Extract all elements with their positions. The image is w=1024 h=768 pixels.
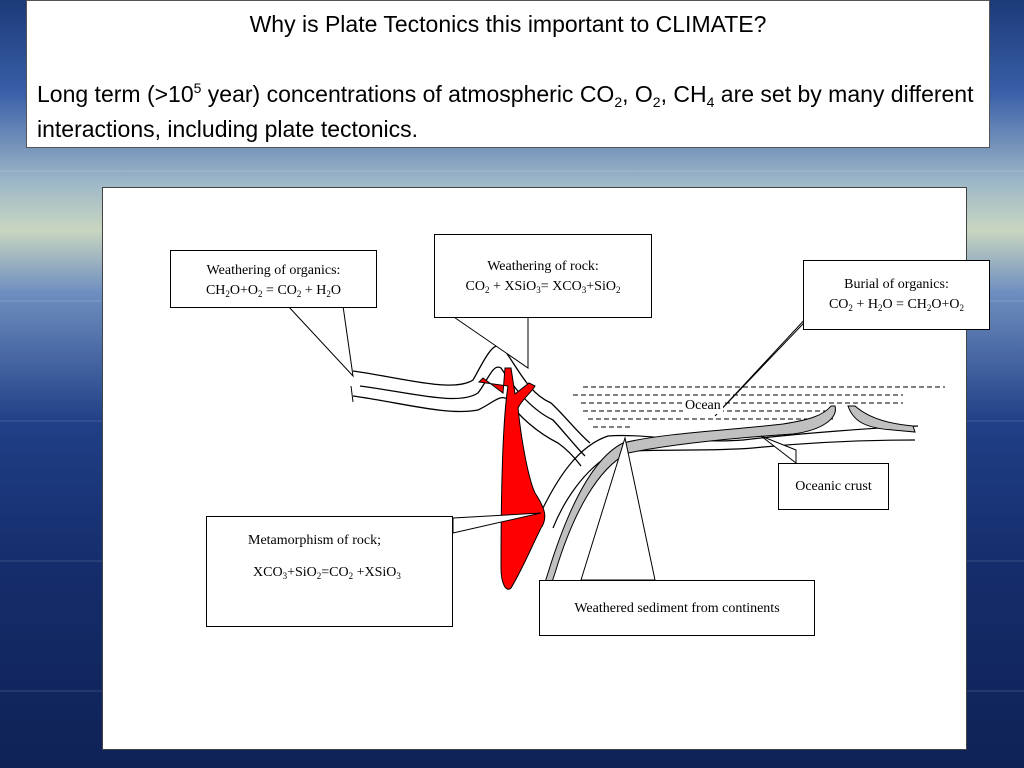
eq-subscript: 2 xyxy=(296,289,302,299)
eq-part: =CO xyxy=(321,565,349,580)
eq-subscript: 3 xyxy=(536,285,541,295)
body-subscript: 4 xyxy=(706,94,715,110)
oceanic-crust-right xyxy=(847,405,916,433)
callout-heading: Weathering of rock: xyxy=(487,259,599,274)
callout-weathering-rock: Weathering of rock: CO2 + XSiO3= XCO3+Si… xyxy=(434,234,652,318)
body-text-part: , O xyxy=(622,81,653,107)
eq-subscript: 2 xyxy=(225,289,230,299)
eq-part: O xyxy=(330,283,342,298)
eq-subscript: 2 xyxy=(926,303,932,313)
eq-subscript: 3 xyxy=(581,285,587,295)
eq-part: CO xyxy=(465,279,485,294)
eq-part: + H xyxy=(301,283,327,298)
callout-equation: XCO3+SiO2=CO2 +XSiO3 xyxy=(207,563,452,583)
eq-part: + H xyxy=(852,297,878,312)
eq-part: + XSiO xyxy=(489,279,537,294)
body-text-part: Long term (>10 xyxy=(37,81,194,107)
tectonics-diagram: Weathering of organics: CH2O+O2 = CO2 + … xyxy=(102,187,990,750)
slide-body-text: Long term (>105 year) concentrations of … xyxy=(37,77,982,147)
eq-part: CH xyxy=(205,283,226,298)
eq-part: = CO xyxy=(262,283,297,298)
eq-subscript: 2 xyxy=(959,303,965,313)
callout-weathered-sediment: Weathered sediment from continents xyxy=(539,580,815,636)
callout-heading: Weathered sediment from continents xyxy=(574,601,780,616)
callout-burial-organics: Burial of organics: CO2 + H2O = CH2O+O2 xyxy=(803,260,990,330)
continental-plate xyxy=(352,345,591,467)
callout-heading: Weathering of organics: xyxy=(206,263,341,278)
callout-pointers xyxy=(286,302,824,581)
eq-subscript: 2 xyxy=(326,289,331,299)
eq-part: O+O xyxy=(931,297,960,312)
eq-part: +XSiO xyxy=(353,565,397,580)
subduction-drawing xyxy=(286,302,945,601)
callout-equation: CO2 + H2O = CH2O+O2 xyxy=(804,295,989,315)
eq-subscript: 2 xyxy=(348,571,354,581)
callout-weathering-organics: Weathering of organics: CH2O+O2 = CO2 + … xyxy=(170,250,377,308)
eq-part: +SiO xyxy=(586,279,616,294)
eq-subscript: 3 xyxy=(396,571,401,581)
body-subscript: 2 xyxy=(614,94,623,110)
eq-subscript: 3 xyxy=(282,571,288,581)
eq-subscript: 2 xyxy=(848,303,853,313)
eq-part: O+O xyxy=(229,283,259,298)
eq-subscript: 2 xyxy=(877,303,883,313)
eq-part: +SiO xyxy=(287,565,317,580)
callout-equation: CO2 + XSiO3= XCO3+SiO2 xyxy=(435,277,651,297)
eq-part: XCO xyxy=(253,565,283,580)
callout-oceanic-crust: Oceanic crust xyxy=(778,463,889,510)
eq-part: CO xyxy=(828,297,849,312)
eq-subscript: 2 xyxy=(615,285,621,295)
callout-heading: Oceanic crust xyxy=(795,479,872,494)
title-box: Why is Plate Tectonics this important to… xyxy=(26,0,990,148)
eq-subscript: 2 xyxy=(485,285,490,295)
callout-equation: CH2O+O2 = CO2 + H2O xyxy=(171,281,376,301)
slide-title: Why is Plate Tectonics this important to… xyxy=(249,11,767,37)
eq-subscript: 2 xyxy=(258,289,263,299)
eq-subscript: 2 xyxy=(316,571,322,581)
body-text-part: year) concentrations of atmospheric CO xyxy=(201,81,615,107)
ocean-label: Ocean xyxy=(683,398,723,414)
body-subscript: 2 xyxy=(652,94,661,110)
magma-body xyxy=(477,367,546,590)
eq-part: O = CH xyxy=(882,297,927,312)
body-text-part: are set by many different interactions, … xyxy=(37,81,974,142)
body-text-part: , CH xyxy=(660,81,707,107)
callout-heading: Burial of organics: xyxy=(844,277,949,292)
callout-metamorphism: Metamorphism of rock; XCO3+SiO2=CO2 +XSi… xyxy=(206,516,453,627)
body-exponent: 5 xyxy=(193,80,202,96)
ocean-water-lines xyxy=(573,386,945,428)
eq-part: = XCO xyxy=(540,279,582,294)
callout-heading: Metamorphism of rock; xyxy=(248,533,381,548)
